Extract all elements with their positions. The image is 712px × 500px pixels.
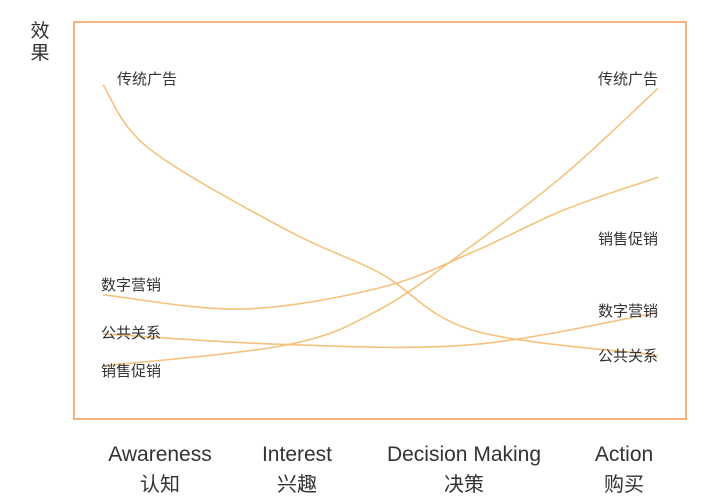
x-category-action: Action 购买 xyxy=(576,442,672,498)
series-line-public-relations xyxy=(102,311,659,349)
y-axis-label: 效果 xyxy=(30,20,50,64)
x-category-label: Awareness xyxy=(108,443,212,466)
series-label-end-digital-marketing: 数字营销 xyxy=(598,302,658,320)
x-category-label: Action xyxy=(594,443,654,466)
x-category-label: Decision Making xyxy=(386,443,542,466)
plot-frame xyxy=(73,21,687,420)
series-line-traditional-ads xyxy=(102,84,659,357)
series-line-digital-marketing xyxy=(102,176,659,310)
x-category-label-cn: 决策 xyxy=(444,472,484,496)
series-line-sales-promotion xyxy=(102,87,659,367)
series-label-start-public-relations: 公共关系 xyxy=(101,324,161,342)
series-label-end-sales-promotion: 销售促销 xyxy=(598,230,658,248)
x-category-label-cn: 认知 xyxy=(140,472,180,496)
x-category-label-cn: 兴趣 xyxy=(277,472,317,496)
series-label-end-traditional-ads: 传统广告 xyxy=(598,70,658,88)
x-category-interest: Interest 兴趣 xyxy=(240,442,354,498)
x-category-label: Interest xyxy=(261,443,333,466)
series-label-end-public-relations: 公共关系 xyxy=(598,347,658,365)
x-category-decision-making: Decision Making 决策 xyxy=(366,442,562,498)
x-category-awareness: Awareness 认知 xyxy=(88,442,232,498)
series-label-start-traditional-ads: 传统广告 xyxy=(117,70,177,88)
series-label-start-sales-promotion: 销售促销 xyxy=(101,362,161,380)
x-category-label-cn: 购买 xyxy=(604,472,644,496)
series-label-start-digital-marketing: 数字营销 xyxy=(101,276,161,294)
